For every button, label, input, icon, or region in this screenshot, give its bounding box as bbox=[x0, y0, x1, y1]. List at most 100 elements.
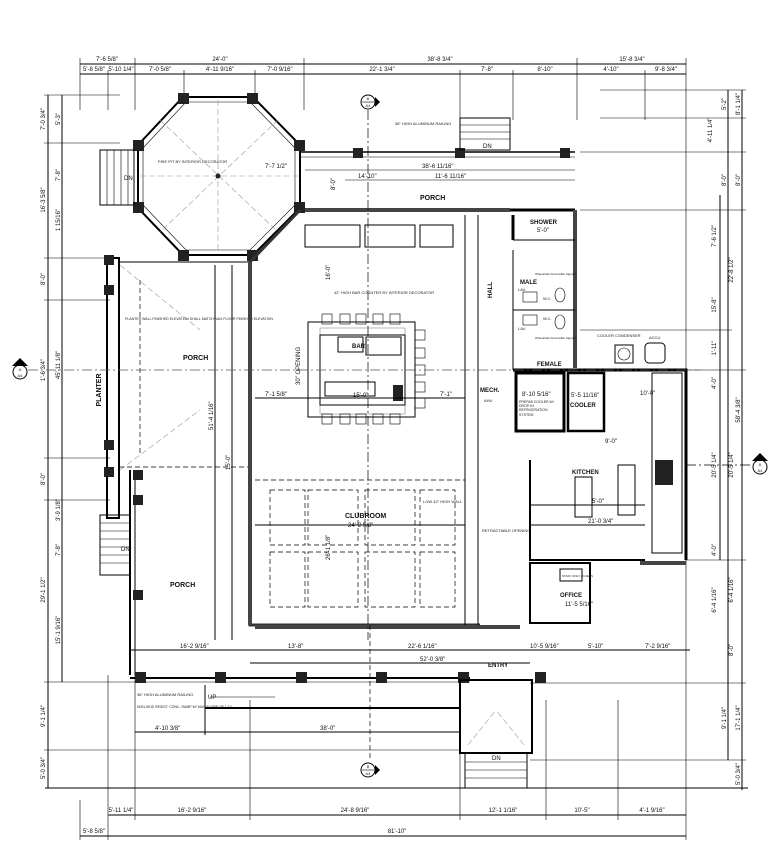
dim-interior-18: 5'-10" bbox=[588, 644, 603, 650]
left-dimensions: 7'-0 3/4" 16'-3 5/8" 8'-0" 1'-6 3/4" 8'-… bbox=[41, 94, 460, 788]
dim-interior-6: 7'-1 5/8" bbox=[265, 392, 287, 398]
dim-right-inner-10: 6'-4 1/16" bbox=[712, 587, 718, 612]
dim-right-outer-7: 8'-0" bbox=[729, 644, 735, 656]
dim-top-detail-6: 22'-1 3/4" bbox=[369, 67, 394, 73]
clubroom-dim: 24'-2 5/8" bbox=[348, 523, 373, 529]
room-porch-lower-left: PORCH bbox=[170, 582, 195, 589]
dim-right-inner-7: 4'-0" bbox=[712, 377, 718, 389]
dim-right-inner-6: 1'-11" bbox=[712, 341, 718, 356]
room-cooler: COOLER bbox=[570, 403, 596, 409]
top-dimensions: 7'-6 5/8" 24'-0" 38'-8 3/4" 15'-8 3/4" 5… bbox=[79, 57, 687, 370]
dim-right-inner-8: 20'-5 1/4" bbox=[712, 452, 718, 477]
gazebo: FIRE PIT BY INTERIOR DECORATOR DN bbox=[99, 93, 305, 261]
dim-right-inner-3: 8'-0" bbox=[722, 174, 728, 186]
dim-interior-6b: 15'-0" bbox=[226, 455, 232, 470]
dim-left-inner-2: 7'-8" bbox=[56, 169, 62, 181]
dim-left-inner-1: 5'-3" bbox=[56, 113, 62, 125]
dim-bottom-detail-5: 10'-5" bbox=[574, 808, 589, 814]
dim-top-detail-5: 7'-0 9/16" bbox=[267, 67, 292, 73]
office-dim: 11'-5 5/16" bbox=[565, 602, 593, 608]
dim-left-inner-4: 45'-11 1/8" bbox=[56, 351, 62, 379]
dim-bar-opening: 30" OPENING bbox=[296, 347, 302, 385]
bar-counter: BAR 15'-0" 30" OPENING 42" HIGH BAR COUN… bbox=[296, 290, 434, 425]
dim-top-overall-3: 38'-8 3/4" bbox=[427, 57, 452, 63]
dim-left-inner-7: 15'-1 9/16" bbox=[56, 616, 62, 645]
dim-right-outer-3: 22'-8 1/2" bbox=[729, 257, 735, 282]
dim-interior-21: 38'-0" bbox=[320, 726, 335, 732]
stair-dn-label: DN bbox=[124, 176, 133, 182]
note-handrail-top: 36" HIGH ALUMINUM RAILING bbox=[395, 121, 451, 126]
section-marker-right: A A4 bbox=[686, 453, 768, 475]
female-sign: Wheelchair Accessible Signage bbox=[535, 336, 577, 340]
note-low-wall: LOW 42" HIGH WALL bbox=[423, 499, 463, 504]
dim-left-outer-6: 29'-1 1/2" bbox=[41, 577, 47, 602]
room-hall: HALL bbox=[488, 282, 494, 298]
restroom-block: HALL SHOWER 5'-0" MALE FEMALE LAV. W.C. … bbox=[488, 208, 577, 370]
dim-right-outer-8: 9'-1 1/4" bbox=[722, 707, 728, 729]
top-stair-dn: DN bbox=[483, 144, 492, 150]
kitchen-dim: 21'-0 3/4" bbox=[588, 519, 613, 525]
dim-interior-2: 11'-6 11/16" bbox=[435, 174, 466, 180]
dim-left-inner-5: 3'-9 1/8" bbox=[56, 499, 62, 521]
dim-right-inner-2: 4'-11 1/4" bbox=[708, 118, 714, 143]
dim-bottom-detail-4: 12'-1 1/16" bbox=[489, 808, 518, 814]
dim-interior-9: 16'-0" bbox=[326, 265, 332, 280]
dim-left-inner-6: 7'-8" bbox=[56, 544, 62, 556]
dim-interior-14: 13'-8" bbox=[288, 644, 303, 650]
dim-interior-17: 10'-5 9/16" bbox=[530, 644, 559, 650]
female-toilet bbox=[554, 314, 566, 330]
dim-interior-7: 7'-1" bbox=[440, 392, 452, 398]
room-porch-top: PORCH bbox=[420, 195, 445, 202]
dim-right-outer-2: 8'-0" bbox=[736, 174, 742, 186]
dim-right-outer-4: 58'-4 3/8" bbox=[736, 397, 742, 422]
room-mech: MECH. bbox=[480, 388, 500, 394]
dim-right-inner-1: 5'-2" bbox=[722, 98, 728, 110]
room-planter: PLANTER bbox=[96, 373, 103, 406]
dim-right-outer-6: 6'-4 1/16" bbox=[729, 577, 735, 602]
shower-dim: 5'-0" bbox=[537, 228, 549, 234]
note-cooler-condenser: COOLER CONDENSER bbox=[597, 333, 641, 338]
section-right-letter: A bbox=[759, 462, 762, 467]
dim-right-outer-9: 17'-1 1/4" bbox=[736, 705, 742, 730]
dim-top-detail-9: 4'-10" bbox=[603, 67, 618, 73]
dim-top-detail-1: 5'-8 5/8" bbox=[83, 67, 105, 73]
bottom-dimensions: 5'-11 1/4" 16'-2 9/16" 24'-8 9/16" 12'-1… bbox=[45, 560, 748, 840]
cooler-condenser bbox=[614, 344, 634, 364]
note-ramp: NON-SKID RESIST. CONC. RAMP W/ MAX SLOPE… bbox=[137, 705, 232, 709]
section-marker-left: A A4 bbox=[12, 358, 700, 380]
dim-interior-11: 51'-4 1/16" bbox=[209, 401, 215, 430]
dim-left-outer-4: 1'-6 3/4" bbox=[41, 359, 47, 381]
dim-interior-23: 9'-0" bbox=[605, 439, 617, 445]
dim-bottom-detail-6: 4'-1 9/16" bbox=[639, 808, 664, 814]
dim-interior-16: 52'-0 3/8" bbox=[420, 657, 445, 663]
section-left-letter: A bbox=[19, 367, 22, 372]
front-porch: 16'-2 9/16" 13'-8" 22'-6 1/16" 52'-0 3/8… bbox=[130, 625, 690, 789]
dim-bottom-detail-1: 5'-11 1/4" bbox=[109, 808, 134, 814]
male-sign: Wheelchair Accessible Signage bbox=[535, 272, 577, 276]
dim-top-overall-4: 15'-8 3/4" bbox=[619, 57, 644, 63]
female-lav: LAV. bbox=[518, 326, 526, 331]
dim-left-inner-3: 1 15/16" bbox=[56, 209, 62, 231]
dim-interior-13: 16'-2 9/16" bbox=[180, 644, 209, 650]
male-sink bbox=[522, 291, 538, 303]
dim-top-overall-2: 24'-0" bbox=[212, 57, 227, 63]
top-porch: DN 36" HIGH ALUMINUM RAILING PORCH 14'-1… bbox=[265, 117, 575, 212]
entry-stair-dn: DN bbox=[492, 756, 501, 762]
note-retractable: RETRACTABLE OPENING bbox=[482, 528, 530, 533]
dim-interior-1: 14'-10" bbox=[358, 174, 377, 180]
section-top-sheet: A4 bbox=[366, 103, 372, 108]
dim-interior-12: 26'-1 1/8" bbox=[326, 535, 332, 560]
section-bottom-sheet: A4 bbox=[366, 771, 372, 776]
dim-top-overall-1: 7'-6 5/8" bbox=[96, 57, 118, 63]
dim-interior-15: 22'-6 1/16" bbox=[408, 644, 437, 650]
ramp-up-label: UP bbox=[208, 695, 216, 701]
service-block: MECH. AHU 8'-10 5/16" PREFAB COOLER W/ D… bbox=[480, 333, 688, 624]
female-wc: W.C. bbox=[543, 316, 552, 321]
male-wc: W.C. bbox=[543, 296, 552, 301]
dim-right-inner-5: 15'-8" bbox=[712, 297, 718, 312]
dim-interior-22: 10'-0" bbox=[640, 391, 655, 397]
room-office: OFFICE bbox=[560, 593, 582, 599]
male-lav: LAV. bbox=[518, 287, 526, 292]
dim-top-detail-7: 7'-8" bbox=[481, 67, 493, 73]
prefab-dim: 8'-10 5/16" bbox=[522, 392, 551, 398]
